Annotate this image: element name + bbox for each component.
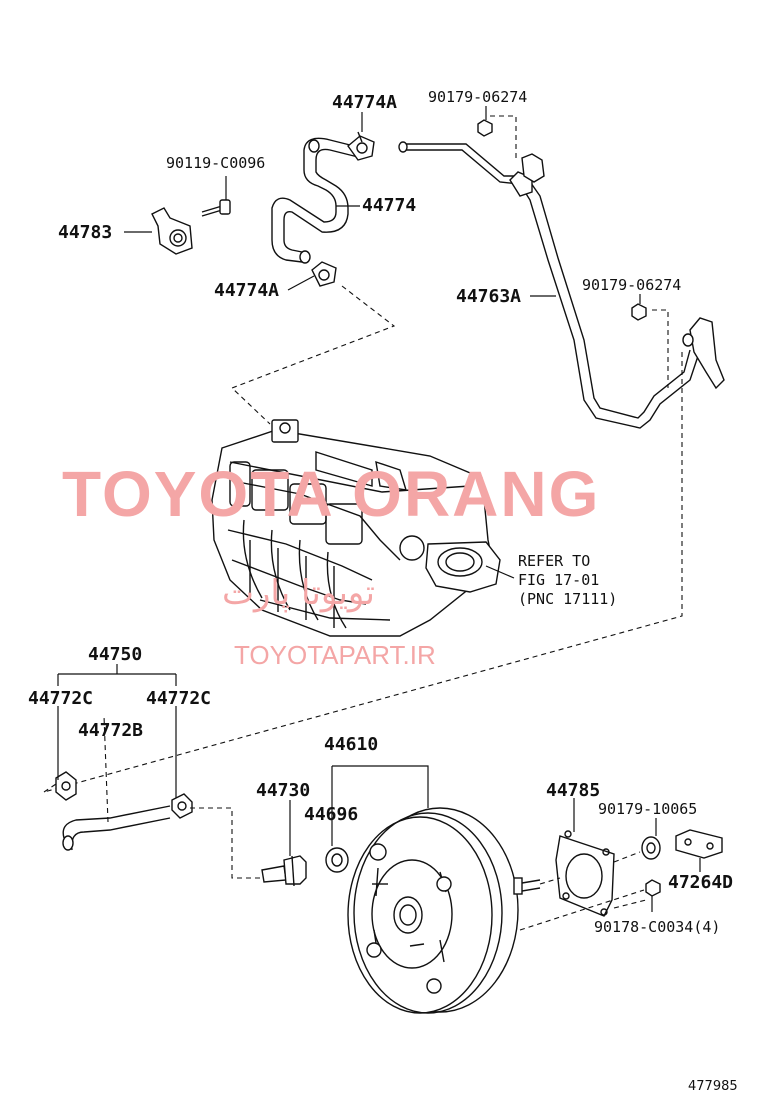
label-44785: 44785 — [546, 780, 600, 801]
hose-assembly-44750 — [55, 771, 193, 851]
clip-44774A-bottom — [311, 261, 337, 287]
nut-90178-C0034 — [645, 879, 661, 897]
nut-90179-10065 — [641, 836, 661, 860]
hose-44774 — [271, 137, 363, 264]
refer-line-3: (PNC 17111) — [518, 590, 617, 608]
grommet-44696 — [325, 847, 349, 873]
label-44772C-left: 44772C — [28, 688, 93, 709]
intake-manifold — [211, 419, 501, 637]
nut-90179-06274-right — [631, 303, 647, 321]
gasket-44785 — [555, 830, 615, 917]
label-44774A-bottom: 44774A — [214, 280, 279, 301]
check-valve-44730 — [261, 855, 307, 887]
label-44730: 44730 — [256, 780, 310, 801]
refer-line-2: FIG 17-01 — [518, 571, 599, 589]
label-90179-10065: 90179-10065 — [598, 800, 697, 818]
leader-lines — [57, 106, 701, 912]
label-90178-C0034: 90178-C0034(4) — [594, 918, 720, 936]
nut-90179-06274-top — [477, 119, 493, 137]
diagram-id: 477985 — [688, 1079, 738, 1094]
bracket-44783 — [151, 207, 193, 255]
label-44772B: 44772B — [78, 720, 143, 741]
brake-booster-44610 — [347, 807, 541, 1014]
label-44774: 44774 — [362, 195, 416, 216]
clip-44774A-top — [347, 131, 375, 161]
pipe-44763A — [398, 141, 725, 429]
bolt-90119-C0096 — [201, 199, 231, 217]
label-90179-06274-right: 90179-06274 — [582, 276, 681, 294]
label-44610: 44610 — [324, 734, 378, 755]
label-44750: 44750 — [88, 644, 142, 665]
label-44696: 44696 — [304, 804, 358, 825]
label-90119-C0096: 90119-C0096 — [166, 154, 265, 172]
label-44772C-right: 44772C — [146, 688, 211, 709]
bracket-47264D — [675, 829, 723, 859]
label-44763A: 44763A — [456, 286, 521, 307]
label-47264D: 47264D — [668, 872, 733, 893]
watermark-main: TOYOTA ORANG — [62, 458, 600, 530]
watermark-arabic: تویوتا پارت — [222, 573, 375, 613]
label-44774A-top: 44774A — [332, 92, 397, 113]
refer-line-1: REFER TO — [518, 552, 590, 570]
label-90179-06274-top: 90179-06274 — [428, 88, 527, 106]
watermark-site: TOYOTAPART.IR — [234, 640, 436, 670]
label-44783: 44783 — [58, 222, 112, 243]
